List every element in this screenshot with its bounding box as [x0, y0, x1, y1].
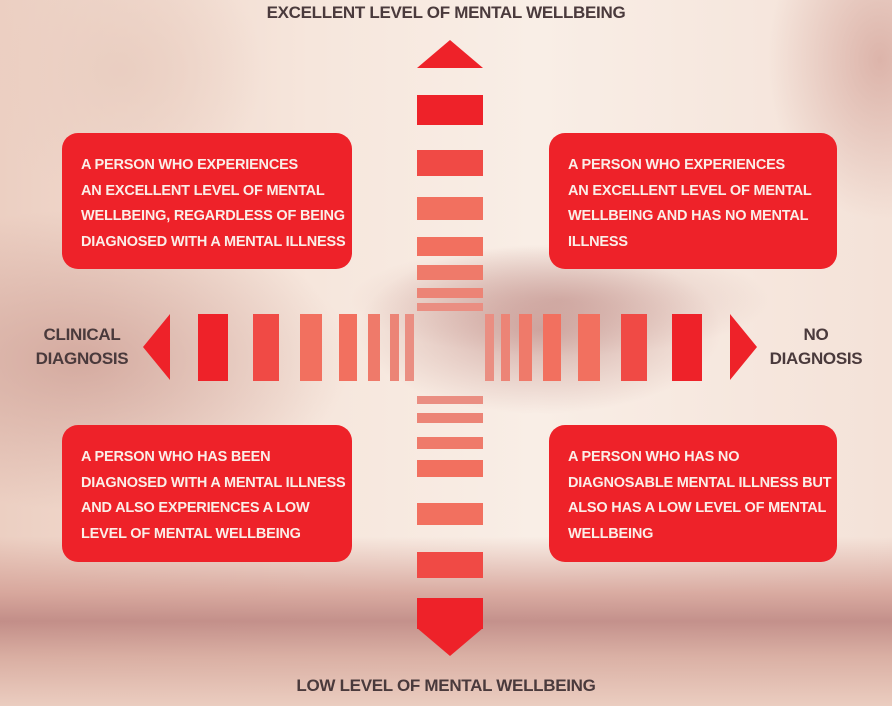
quadrant-text-line: DIAGNOSED WITH A MENTAL ILLNESS: [81, 233, 346, 250]
axis-bar-segment: [501, 314, 510, 381]
axis-bar-segment: [339, 314, 357, 381]
quadrant-text-line: A PERSON WHO HAS NO: [568, 449, 740, 465]
arrow-up-icon: [417, 40, 483, 68]
axis-bar-segment: [417, 460, 483, 477]
axis-bar-segment: [300, 314, 322, 381]
axis-bar-segment: [368, 314, 380, 381]
axis-bar-segment: [519, 314, 532, 381]
axis-label-line: CLINICAL: [43, 325, 121, 344]
axis-label-line: DIAGNOSIS: [769, 349, 863, 368]
axis-bar-segment: [485, 314, 494, 381]
axis-label-clinical-diagnosis: CLINICAL DIAGNOSIS: [18, 323, 146, 371]
axis-bar-segment: [578, 314, 600, 381]
axis-bar-segment: [253, 314, 279, 381]
quadrant-text-line: ILLNESS: [568, 233, 628, 250]
quadrant-low-wellbeing-diagnosed: A PERSON WHO HAS BEEN DIAGNOSED WITH A M…: [62, 425, 352, 562]
quadrant-excellent-wellbeing-no-diagnosis: A PERSON WHO EXPERIENCES AN EXCELLENT LE…: [549, 133, 837, 269]
axis-bar-segment: [621, 314, 647, 381]
axis-bar-segment: [417, 197, 483, 220]
quadrant-text-line: DIAGNOSED WITH A MENTAL ILLNESS: [81, 474, 346, 491]
axis-bar-segment: [417, 237, 483, 256]
axis-label-low-wellbeing: LOW LEVEL OF MENTAL WELLBEING: [296, 676, 596, 695]
quadrant-text-line: AN EXCELLENT LEVEL OF MENTAL: [81, 182, 325, 199]
axis-bar-segment: [543, 314, 561, 381]
axis-bar-segment: [417, 303, 483, 311]
axis-bar-segment: [390, 314, 399, 381]
quadrant-text-line: WELLBEING: [568, 525, 654, 542]
axis-label-excellent-wellbeing: EXCELLENT LEVEL OF MENTAL WELLBEING: [266, 3, 626, 22]
quadrant-text-line: ALSO HAS A LOW LEVEL OF MENTAL: [568, 500, 827, 516]
axis-label-no-diagnosis: NO DIAGNOSIS: [752, 323, 880, 371]
quadrant-low-wellbeing-no-diagnosis: A PERSON WHO HAS NO DIAGNOSABLE MENTAL I…: [549, 425, 837, 562]
axis-label-line: NO: [803, 325, 829, 344]
axis-bar-segment: [417, 265, 483, 280]
quadrant-text-line: WELLBEING AND HAS NO MENTAL: [568, 208, 809, 224]
axis-bar-segment: [417, 288, 483, 298]
axis-bar-segment: [417, 437, 483, 449]
quadrant-text-line: WELLBEING, REGARDLESS OF BEING: [81, 208, 345, 224]
axis-bar-segment: [417, 413, 483, 423]
quadrant-excellent-wellbeing-diagnosed: A PERSON WHO EXPERIENCES AN EXCELLENT LE…: [62, 133, 352, 269]
axis-bar-segment: [417, 503, 483, 525]
axis-bar-segment: [417, 150, 483, 176]
axis-label-line: DIAGNOSIS: [35, 349, 129, 368]
quadrant-text-line: A PERSON WHO HAS BEEN: [81, 449, 271, 465]
axis-bar-segment: [417, 552, 483, 578]
axis-bar-segment: [405, 314, 414, 381]
arrow-down-icon: [417, 628, 483, 656]
quadrant-text-line: AN EXCELLENT LEVEL OF MENTAL: [568, 182, 812, 199]
axis-bar-segment: [198, 314, 228, 381]
axis-bar-segment: [417, 95, 483, 125]
axis-bar-segment: [417, 396, 483, 404]
quadrant-text-line: A PERSON WHO EXPERIENCES: [568, 157, 786, 173]
quadrant-text-line: A PERSON WHO EXPERIENCES: [81, 157, 299, 173]
quadrant-text-line: AND ALSO EXPERIENCES A LOW: [81, 500, 310, 516]
quadrant-text-line: DIAGNOSABLE MENTAL ILLNESS BUT: [568, 474, 832, 491]
arrow-left-icon: [143, 314, 170, 380]
quadrant-text-line: LEVEL OF MENTAL WELLBEING: [81, 525, 301, 542]
axis-bar-segment: [672, 314, 702, 381]
axis-bar-segment: [417, 598, 483, 629]
arrow-right-icon: [730, 314, 757, 380]
